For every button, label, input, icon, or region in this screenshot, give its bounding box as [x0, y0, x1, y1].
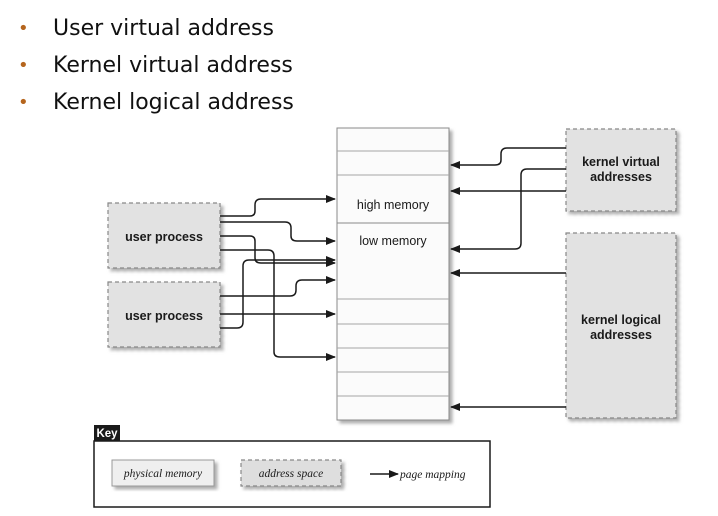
user-process-box: user process	[107, 202, 221, 269]
svg-text:addresses: addresses	[590, 328, 652, 342]
physical-memory-column: high memory low memory	[336, 127, 450, 421]
bullet-item: • User virtual address	[18, 12, 294, 49]
kernel-logical-addresses-box: kernel logical addresses	[565, 232, 677, 419]
page-mapping-arrow	[220, 195, 336, 217]
page-mapping-arrow	[220, 256, 336, 329]
key-address-space-label: address space	[259, 468, 323, 480]
bullet-icon: •	[18, 92, 29, 113]
svg-text:user process: user process	[125, 230, 203, 244]
bullet-icon: •	[18, 18, 29, 39]
bullet-item: • Kernel logical address	[18, 86, 294, 123]
svg-text:kernel virtual: kernel virtual	[582, 155, 660, 169]
bullet-text: Kernel logical address	[53, 90, 294, 115]
page-mapping-arrow	[450, 168, 566, 253]
bullet-text: Kernel virtual address	[53, 53, 293, 78]
page-mapping-arrow	[450, 147, 566, 169]
bullet-item: • Kernel virtual address	[18, 49, 294, 86]
page-mapping-arrow	[220, 221, 336, 245]
kernel-virtual-addresses-box: kernel virtual addresses	[565, 128, 677, 212]
svg-text:kernel logical: kernel logical	[581, 313, 661, 327]
low-memory-label: low memory	[359, 234, 427, 248]
page-mapping-arrow	[220, 276, 336, 297]
key-physical-memory-swatch	[111, 459, 215, 487]
page-mapping-arrow	[220, 249, 336, 361]
key-page-mapping-label: page mapping	[399, 469, 466, 481]
key-legend: Key physical memory address space page m…	[93, 425, 491, 508]
key-title: Key	[96, 428, 118, 440]
user-page-mappings	[220, 195, 336, 361]
svg-text:addresses: addresses	[590, 170, 652, 184]
key-physical-memory-label: physical memory	[123, 468, 203, 480]
bullet-icon: •	[18, 55, 29, 76]
high-memory-label: high memory	[357, 198, 430, 212]
bullet-list: • User virtual address • Kernel virtual ad…	[18, 12, 294, 123]
key-address-space-swatch	[240, 459, 342, 487]
bullet-text: User virtual address	[53, 16, 274, 41]
user-process-box: user process	[107, 281, 221, 348]
svg-text:user process: user process	[125, 309, 203, 323]
kernel-page-mappings	[450, 147, 566, 411]
